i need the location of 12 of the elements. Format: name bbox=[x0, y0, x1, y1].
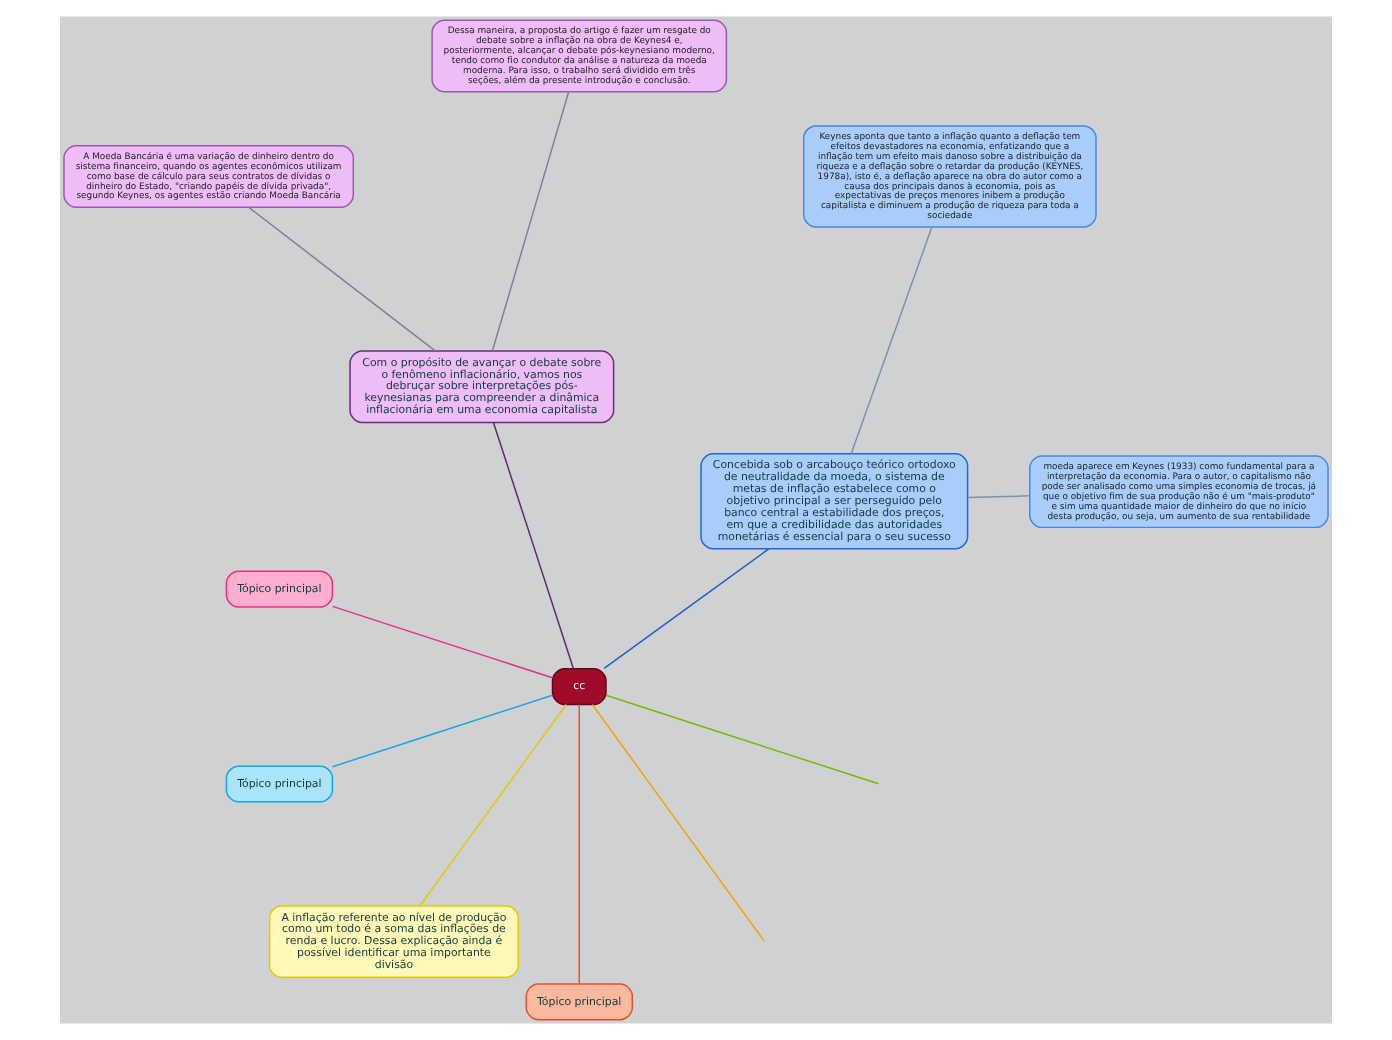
connector bbox=[491, 91, 570, 352]
connector bbox=[578, 703, 580, 985]
connector bbox=[967, 495, 1031, 499]
connector bbox=[850, 226, 933, 455]
connector bbox=[603, 548, 770, 670]
connector bbox=[331, 605, 554, 679]
connector bbox=[605, 694, 880, 785]
connector bbox=[591, 703, 765, 942]
connector bbox=[331, 694, 554, 768]
connector bbox=[492, 421, 575, 670]
connector bbox=[419, 703, 567, 907]
connector bbox=[248, 206, 436, 352]
